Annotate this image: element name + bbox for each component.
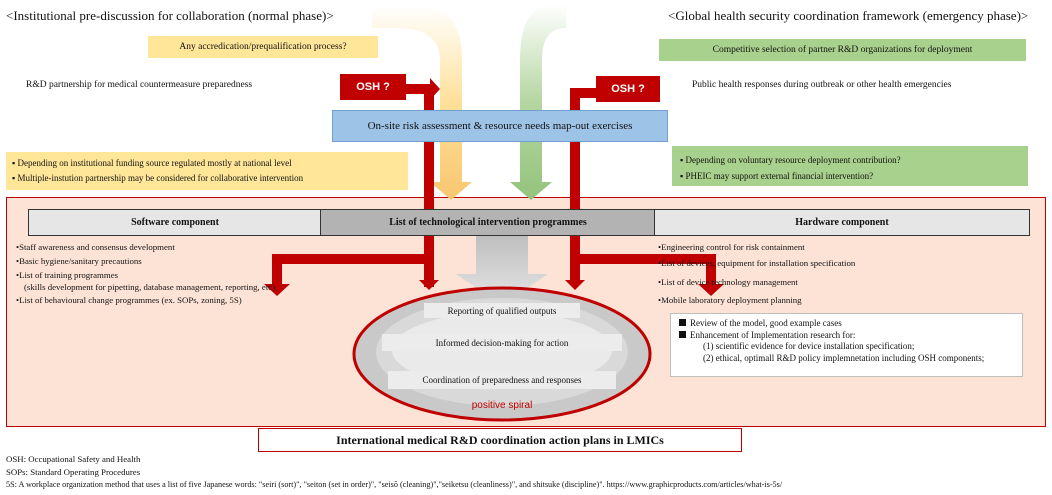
- footnote-osh: OSH: Occupational Safety and Health: [6, 454, 141, 464]
- green-arrow: [510, 4, 566, 200]
- spiral-label: positive spiral: [471, 400, 533, 411]
- right-funding-box: ▪ Depending on voluntary resource deploy…: [672, 146, 1028, 186]
- header-emergency-phase: <Global health security coordination fra…: [668, 8, 1029, 23]
- hardware-item: •List of device technology management: [658, 277, 798, 287]
- software-item: (skills development for pipetting, datab…: [24, 282, 276, 292]
- osh-label-right: OSH ?: [596, 76, 660, 102]
- left-funding-box: ▪ Depending on institutional funding sou…: [6, 152, 408, 190]
- hardware-item: •Mobile laboratory deployment planning: [658, 295, 802, 305]
- footnote-5s: 5S: A workplace organization method that…: [6, 480, 783, 489]
- review-subitem: (2) ethical, optimall R&D policy implemn…: [703, 352, 985, 363]
- hardware-item: •List of devices, equipment for installa…: [658, 258, 856, 268]
- spiral-step-coordination: Coordination of preparedness and respons…: [388, 371, 616, 389]
- header-normal-phase: <Institutional pre-discussion for collab…: [6, 8, 334, 23]
- red-arrow-to-hardware: [580, 254, 724, 296]
- review-item: Enhancement of Implementation research f…: [679, 330, 1014, 342]
- selection-box: Competitive selection of partner R&D org…: [659, 39, 1026, 61]
- left-red-connector-arrow: [380, 78, 440, 100]
- left-funding-item: ▪ Depending on institutional funding sou…: [12, 158, 292, 168]
- software-item: •Basic hygiene/sanitary precautions: [16, 256, 142, 266]
- responses-text: Public health responses during outbreak …: [692, 80, 952, 90]
- left-funding-item: ▪ Multiple-instution partnership may be …: [12, 173, 304, 183]
- spiral-step-decision: Informed decision-making for action: [382, 334, 622, 351]
- review-box: Review of the model, good example cases …: [670, 313, 1023, 377]
- review-item: Review of the model, good example cases: [679, 318, 1014, 330]
- square-bullet-icon: [679, 319, 686, 326]
- red-arrow-to-software: [264, 254, 424, 296]
- right-funding-item: ▪ Depending on voluntary resource deploy…: [680, 155, 901, 165]
- spiral-step-reporting: Reporting of qualified outputs: [424, 303, 580, 318]
- hardware-item: •Engineering control for risk containmen…: [658, 242, 805, 252]
- software-item: •List of behavioural change programmes (…: [16, 295, 242, 305]
- right-funding-item: ▪ PHEIC may support external financial i…: [680, 171, 874, 181]
- footnote-sops: SOPs: Standard Operating Procedures: [6, 467, 141, 477]
- software-item: •Staff awareness and consensus developme…: [16, 242, 175, 252]
- yellow-arrow: [372, 6, 472, 200]
- square-bullet-icon: [679, 330, 686, 338]
- partnership-text: R&D partnership for medical countermeasu…: [26, 80, 253, 90]
- action-plans-box: International medical R&D coordination a…: [258, 428, 742, 452]
- osh-label-left: OSH ?: [340, 74, 406, 100]
- right-red-connector-arrow: [570, 88, 616, 258]
- technological-programmes-bar: List of technological intervention progr…: [320, 209, 656, 236]
- hardware-component-bar: Hardware component: [654, 209, 1030, 236]
- review-subitem: (1) scientific evidence for device insta…: [703, 341, 915, 351]
- accreditation-box: Any accredication/prequalification proce…: [148, 36, 378, 58]
- assessment-box: On-site risk assessment & resource needs…: [332, 110, 668, 142]
- software-item: •List of training programmes: [16, 270, 119, 280]
- software-component-bar: Software component: [28, 209, 322, 236]
